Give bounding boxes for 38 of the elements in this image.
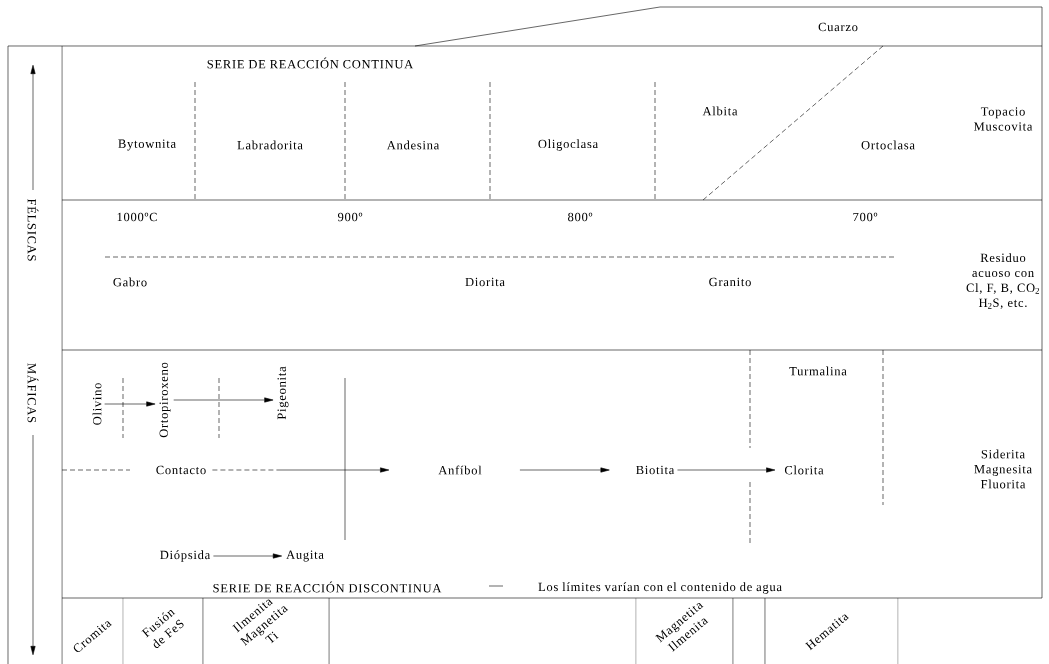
mineral-name: Bytownita xyxy=(118,139,176,151)
mineral-name: Ortopiroxeno xyxy=(159,362,171,438)
mineral-name: Diópsida xyxy=(160,550,211,562)
mineral-name: Biotita xyxy=(636,465,675,475)
series-heading: SERIE DE REACCIÓN DISCONTINUA xyxy=(213,581,442,593)
arrow xyxy=(677,467,776,473)
arrow xyxy=(104,401,156,407)
mineral-name: Albita xyxy=(702,106,738,116)
residue-note: Residuo acuoso con Cl, F, B, CO$_{2}$ H$_{2}$S, etc. xyxy=(966,253,1039,309)
group-label: FÉLSICAS xyxy=(27,198,39,261)
temperature-label: 800º xyxy=(568,212,593,222)
note-text: Los límites varían con el contenido de agua xyxy=(538,582,782,594)
mineral-name: Labradorita xyxy=(237,140,303,150)
mineral-name: Clorita xyxy=(784,465,824,475)
mineral-name: Olivino xyxy=(92,383,102,425)
rock-name: Diorita xyxy=(465,277,505,287)
arrow xyxy=(519,467,610,473)
mineral-name: Oligoclasa xyxy=(538,139,598,151)
temperature-label: 1000ºC xyxy=(117,212,157,222)
mineral-name: Pigeonita xyxy=(277,366,289,420)
mineral-name: Cuarzo xyxy=(818,22,858,32)
arrow xyxy=(173,397,274,403)
arrow xyxy=(213,553,282,559)
mineral-name: Siderita Magnesita Fluorita xyxy=(974,449,1032,489)
temperature-label: 900º xyxy=(337,212,363,222)
mineral-name: Topacio Muscovita xyxy=(974,107,1033,131)
rock-name: Granito xyxy=(709,277,751,287)
mineral-name: Contacto xyxy=(156,465,206,475)
rock-name: Gabro xyxy=(113,277,147,287)
mineral-name: Ortoclasa xyxy=(861,140,915,150)
group-label: MÁFICAS xyxy=(27,363,39,423)
temperature-label: 700º xyxy=(853,212,878,222)
mineral-name: Turmalina xyxy=(789,366,847,376)
series-heading: SERIE DE REACCIÓN CONTINUA xyxy=(207,57,414,69)
arrow xyxy=(212,467,390,473)
mineral-name: Andesina xyxy=(386,140,440,150)
mineral-name: Anfíbol xyxy=(438,465,482,475)
mineral-name: Augita xyxy=(286,550,324,562)
